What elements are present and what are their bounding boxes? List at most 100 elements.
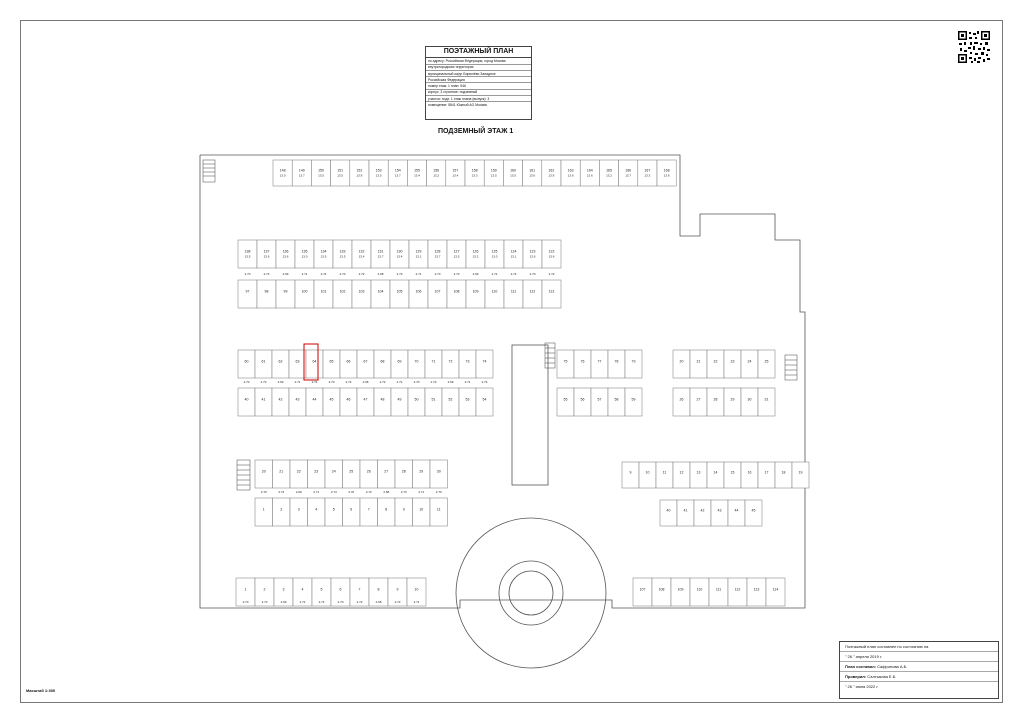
room-number: 151 xyxy=(337,169,343,173)
room-number: 162 xyxy=(548,169,554,173)
room-number: 3 xyxy=(298,508,300,512)
room-number: 42 xyxy=(701,509,705,513)
parking-space xyxy=(254,497,273,527)
drawing-sheet-frame xyxy=(20,20,1003,703)
room-number: 128 xyxy=(435,250,441,254)
parking-space xyxy=(272,459,291,489)
parking-space xyxy=(727,499,746,527)
parking-space xyxy=(237,349,256,379)
dimension-label: 2.73 xyxy=(261,380,267,384)
room-area: 13.4 xyxy=(359,255,365,259)
room-number: 112 xyxy=(530,290,536,294)
room-number: 47 xyxy=(364,398,368,402)
parking-space xyxy=(746,577,767,607)
room-area: 13.4 xyxy=(397,255,403,259)
dimension-label: 2.73 xyxy=(454,272,460,276)
parking-space xyxy=(359,459,378,489)
central-passage xyxy=(511,344,549,486)
room-number: 161 xyxy=(529,169,535,173)
parking-space xyxy=(624,349,643,379)
dimension-label: 2.73 xyxy=(397,272,403,276)
parking-space xyxy=(271,349,290,379)
highlighted-room xyxy=(303,343,319,381)
room-number: 75 xyxy=(564,360,568,364)
dimension-label: 2.71 xyxy=(492,272,498,276)
room-number: 103 xyxy=(359,290,365,294)
parking-space xyxy=(342,497,361,527)
room-number: 3 xyxy=(283,588,285,592)
room-number: 149 xyxy=(299,169,305,173)
room-area: 13.5 xyxy=(491,174,497,178)
parking-space xyxy=(774,461,793,489)
room-number: 10 xyxy=(415,588,419,592)
parking-space xyxy=(254,459,273,489)
room-number: 7 xyxy=(368,508,370,512)
room-number: 9 xyxy=(630,471,632,475)
parking-space xyxy=(757,349,776,379)
room-number: 110 xyxy=(697,588,703,592)
ramp-inner-circle xyxy=(498,560,564,626)
dimension-label: 2.71 xyxy=(300,600,306,604)
parking-space xyxy=(723,349,742,379)
parking-space xyxy=(672,387,691,417)
scale-label: Масштаб 1:300 xyxy=(26,688,56,693)
room-area: 13.3 xyxy=(644,174,650,178)
room-number: 30 xyxy=(437,470,441,474)
parking-space xyxy=(305,349,324,379)
room-number: 26 xyxy=(680,398,684,402)
parking-space xyxy=(556,387,575,417)
room-number: 16 xyxy=(748,471,752,475)
room-number: 4 xyxy=(315,508,317,512)
room-number: 43 xyxy=(296,398,300,402)
building-outline xyxy=(199,154,806,609)
dimension-label: 2.73 xyxy=(262,600,268,604)
dimension-label: 2.68 xyxy=(383,490,389,494)
dimension-label: 2.70 xyxy=(261,490,267,494)
parking-space xyxy=(458,349,477,379)
room-number: 125 xyxy=(492,250,498,254)
parking-space xyxy=(408,279,429,309)
parking-space xyxy=(254,349,273,379)
parking-space xyxy=(237,387,256,417)
room-number: 63 xyxy=(296,360,300,364)
parking-space xyxy=(377,459,396,489)
parking-space xyxy=(377,497,396,527)
dimension-label: 2.71 xyxy=(414,600,420,604)
parking-space xyxy=(656,159,677,187)
parking-space xyxy=(659,499,678,527)
room-area: 13.4 xyxy=(414,174,420,178)
room-number: 13 xyxy=(697,471,701,475)
parking-space xyxy=(723,387,742,417)
room-number: 27 xyxy=(384,470,388,474)
parking-space xyxy=(288,349,307,379)
room-number: 123 xyxy=(530,250,536,254)
room-number: 70 xyxy=(415,360,419,364)
room-area: 13.3 xyxy=(472,174,478,178)
parking-space xyxy=(744,499,763,527)
room-number: 31 xyxy=(765,398,769,402)
parking-space xyxy=(412,459,431,489)
parking-space xyxy=(765,577,786,607)
dimension-label: 2.71 xyxy=(397,380,403,384)
room-number: 160 xyxy=(510,169,516,173)
room-number: 99 xyxy=(284,290,288,294)
room-area: 13.5 xyxy=(245,255,251,259)
room-number: 15 xyxy=(731,471,735,475)
dimension-label: 2.71 xyxy=(295,380,301,384)
room-number: 111 xyxy=(716,588,721,592)
parking-space xyxy=(706,349,725,379)
parking-space xyxy=(305,387,324,417)
room-number: 152 xyxy=(356,169,362,173)
room-number: 28 xyxy=(402,470,406,474)
room-number: 108 xyxy=(454,290,460,294)
parking-space xyxy=(556,349,575,379)
room-number: 6 xyxy=(340,588,342,592)
room-number: 2 xyxy=(280,508,282,512)
room-number: 74 xyxy=(483,360,487,364)
parking-space xyxy=(624,387,643,417)
room-number: 104 xyxy=(378,290,384,294)
room-area: 13.1 xyxy=(511,255,517,259)
parking-space xyxy=(322,349,341,379)
parking-space xyxy=(294,279,315,309)
